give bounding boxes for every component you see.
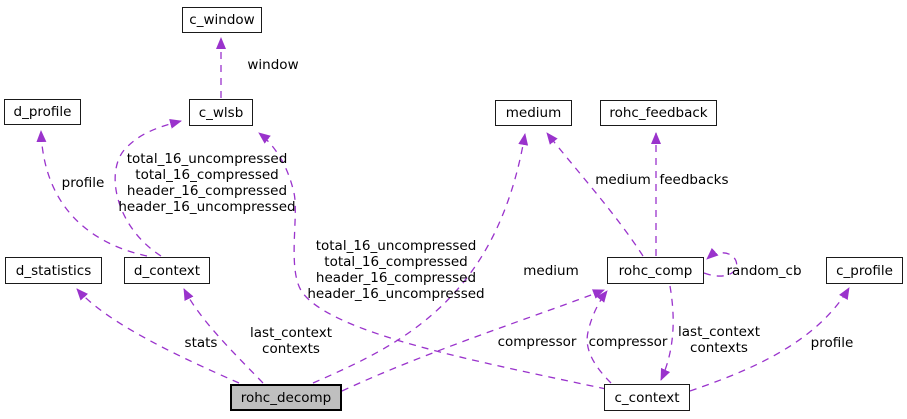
edge-label-random_cb: random_cb: [726, 263, 802, 280]
edge-label-compressor-right: compressor: [588, 334, 668, 351]
edge-label-profile-left: profile: [61, 175, 105, 192]
node-c_context[interactable]: c_context: [604, 384, 690, 411]
node-rohc_comp[interactable]: rohc_comp: [607, 257, 704, 284]
edge-rohc_comp-self-loop: [703, 247, 738, 277]
edge-label-wlsb-fields-left: total_16_uncompressed total_16_compresse…: [118, 151, 296, 215]
node-c_window[interactable]: c_window: [182, 7, 262, 33]
edge-rohc_decomp-d_context: [183, 288, 264, 384]
edge-label-compressor-left: compressor: [497, 334, 577, 351]
edge-label-last_context-left: last_context contexts: [250, 325, 332, 357]
edge-c_context-c_wlsb: [258, 132, 607, 390]
edge-label-window: window: [247, 57, 299, 74]
node-d_statistics[interactable]: d_statistics: [5, 257, 102, 284]
edge-rohc_decomp-rohc_comp: [341, 289, 605, 392]
edge-rohc_comp-medium: [546, 132, 644, 257]
node-c_wlsb[interactable]: c_wlsb: [189, 99, 253, 126]
edge-label-stats: stats: [184, 335, 218, 352]
node-d_context[interactable]: d_context: [124, 257, 210, 284]
edge-rohc_decomp-d_statistics: [76, 288, 240, 384]
node-c_profile[interactable]: c_profile: [826, 257, 903, 284]
edge-label-last_context-right: last_context contexts: [678, 324, 760, 356]
edge-rohc_comp-c_context: [660, 285, 674, 381]
edge-d_context-c_wlsb: [114, 118, 182, 257]
edge-label-profile-right: profile: [810, 335, 854, 352]
node-d_profile[interactable]: d_profile: [4, 99, 81, 125]
node-rohc_decomp[interactable]: rohc_decomp: [230, 384, 342, 411]
edge-label-medium-left: medium: [523, 263, 579, 280]
edge-label-feedbacks: feedbacks: [659, 172, 729, 189]
node-rohc_feedback[interactable]: rohc_feedback: [600, 100, 717, 126]
edge-label-wlsb-fields-right: total_16_uncompressed total_16_compresse…: [307, 238, 485, 302]
edge-d_context-d_profile: [36, 130, 148, 257]
edge-label-medium-right: medium: [595, 172, 651, 189]
edge-c_context-rohc_comp: [586, 290, 612, 384]
node-medium[interactable]: medium: [495, 100, 572, 126]
edge-c_context-c_profile: [689, 287, 850, 392]
